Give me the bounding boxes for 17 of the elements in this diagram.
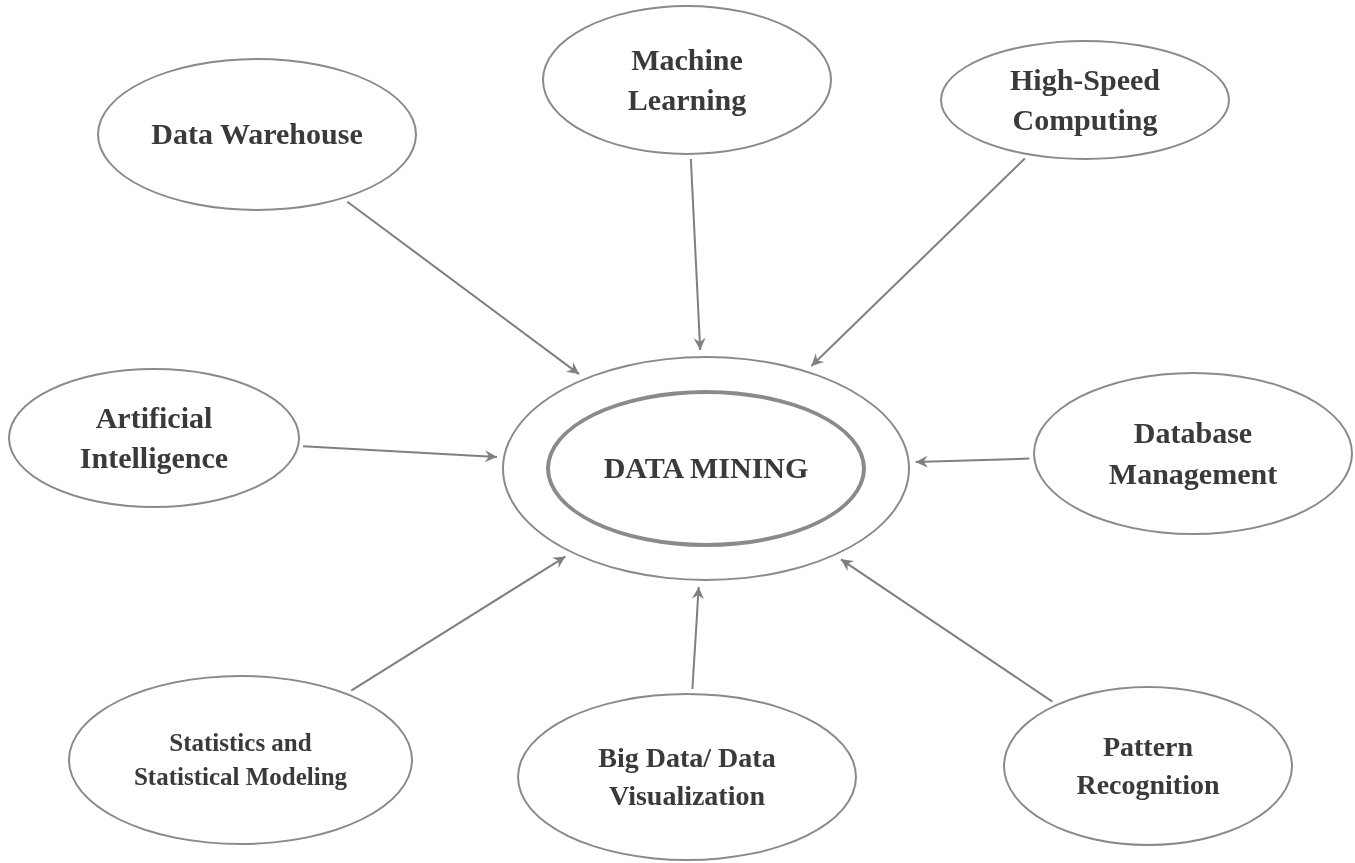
- arrow: [689, 157, 706, 352]
- arrow: [691, 585, 704, 691]
- node-label: Pattern Recognition: [1075, 730, 1221, 802]
- arrow: [839, 558, 1054, 703]
- node-label: High-Speed Computing: [1009, 61, 1161, 138]
- node-label: Statistics and Statistical Modeling: [132, 728, 349, 792]
- arrow: [914, 455, 1031, 468]
- arrow: [302, 445, 498, 463]
- node-label: Database Management: [1107, 415, 1279, 492]
- node-label: Artificial Intelligence: [78, 399, 230, 476]
- node-label: Data Warehouse: [151, 116, 363, 153]
- arrow: [346, 200, 581, 376]
- node-label: Machine Learning: [626, 41, 748, 118]
- arrow: [810, 157, 1026, 367]
- node-label: DATA MINING: [603, 450, 809, 487]
- node-label: Big Data/ Data Visualization: [597, 741, 777, 813]
- arrow: [350, 555, 567, 692]
